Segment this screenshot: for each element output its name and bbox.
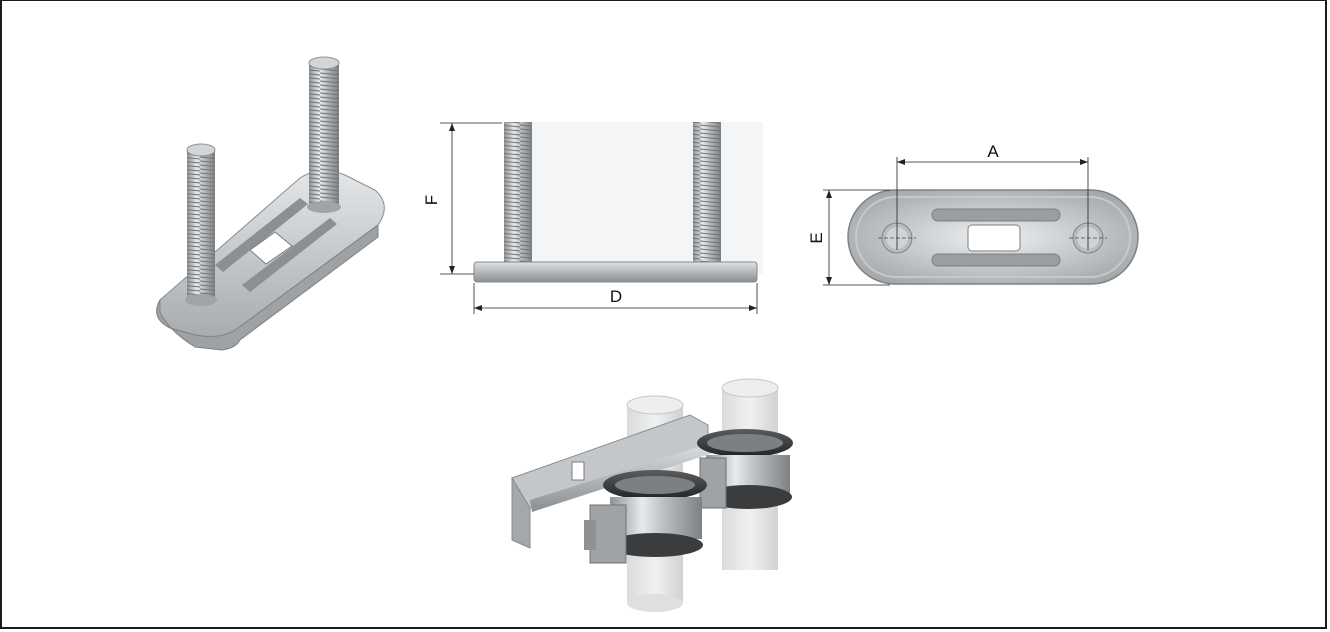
isometric-view (156, 56, 385, 351)
center-hole-iso (249, 231, 293, 265)
slot-iso (215, 198, 308, 272)
center-hole-top (967, 224, 1021, 252)
dimension-label-f: F (422, 195, 441, 205)
dimension-label-d: D (610, 287, 622, 306)
top-view: A E (807, 142, 1139, 286)
slot-top (931, 253, 1061, 267)
slot-top (931, 208, 1061, 222)
slot-iso (242, 218, 337, 292)
plate-front (473, 261, 758, 283)
assembly-view (511, 378, 793, 612)
dimension-label-a: A (987, 142, 999, 161)
dimension-label-e: E (807, 232, 826, 243)
front-view: F D (422, 122, 763, 314)
